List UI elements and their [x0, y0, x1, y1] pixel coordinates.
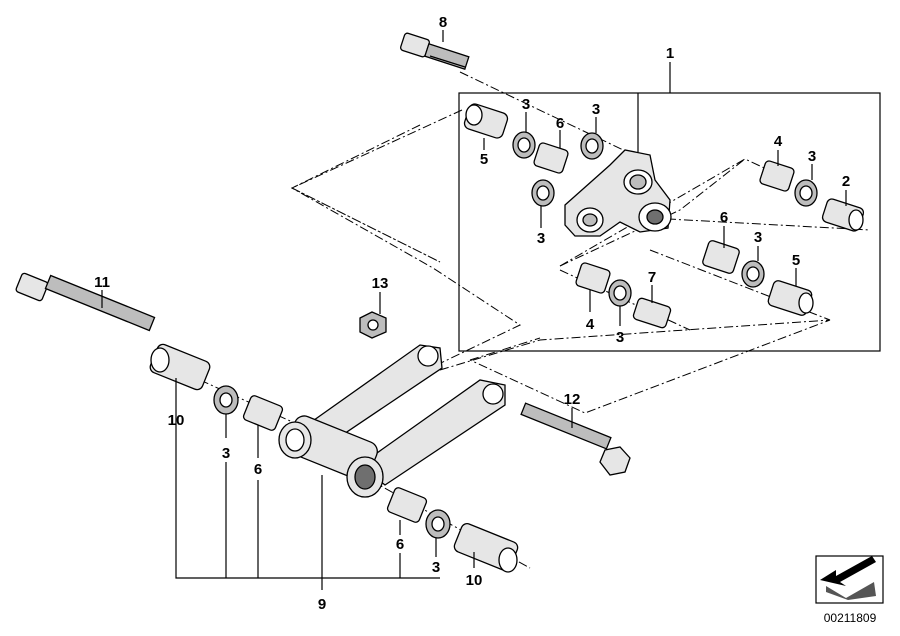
sleeve-5-lower	[767, 280, 814, 316]
callout-11: 11	[94, 274, 110, 291]
bolt-12	[520, 402, 631, 476]
bolt-11	[15, 272, 156, 332]
ring-3-h	[425, 509, 451, 539]
callout-7: 7	[648, 269, 656, 286]
callout-10: 10	[168, 412, 185, 429]
ring-3-d	[794, 179, 818, 207]
callout-6: 6	[396, 536, 404, 553]
leader-lines	[101, 30, 847, 590]
nut-13	[359, 311, 387, 339]
callout-13: 13	[372, 275, 389, 292]
bearing-4-b	[575, 262, 611, 294]
ring-3-b	[580, 132, 604, 160]
callout-6: 6	[720, 209, 728, 226]
callout-5: 5	[480, 151, 488, 168]
callout-3: 3	[616, 329, 624, 346]
link-assembly	[278, 344, 506, 498]
callout-3: 3	[222, 445, 230, 462]
bolt-8	[399, 32, 470, 70]
callout-4: 4	[774, 133, 783, 150]
bearing-6-b	[702, 240, 740, 274]
arrow-pointer-icon	[815, 555, 884, 604]
callout-6: 6	[254, 461, 262, 478]
sleeve-10-left	[149, 343, 211, 391]
ring-3-f	[608, 279, 632, 307]
callout-6: 6	[556, 115, 564, 132]
bearing-4-a	[759, 160, 795, 192]
callout-3: 3	[537, 230, 545, 247]
callout-2: 2	[842, 173, 850, 190]
callout-3: 3	[592, 101, 600, 118]
sleeve-5-upper	[463, 103, 509, 139]
upper-bracket	[564, 149, 672, 237]
ring-3-g	[213, 385, 239, 415]
sleeve-10-right	[453, 523, 519, 573]
ring-3-e	[741, 260, 765, 288]
bearing-6-c	[242, 395, 284, 431]
callout-5: 5	[792, 252, 800, 269]
callout-9: 9	[318, 596, 326, 613]
ring-3-a	[512, 131, 536, 159]
bearing-6-d	[386, 487, 428, 523]
callout-4: 4	[586, 316, 595, 333]
callout-3: 3	[808, 148, 816, 165]
bearing-6-a	[533, 142, 569, 174]
callout-3: 3	[522, 96, 530, 113]
callout-3: 3	[754, 229, 762, 246]
callout-12: 12	[564, 391, 581, 408]
sleeve-7	[632, 297, 672, 329]
callout-10: 10	[466, 572, 483, 589]
ring-3-c	[531, 179, 555, 207]
callout-8: 8	[439, 14, 447, 31]
callout-labels: 8 1 3 6 3 5 3 4 3 2 6 3 5 7 4 3 13 11 12…	[94, 14, 850, 613]
document-id: 00211809	[824, 611, 877, 625]
callout-1: 1	[666, 45, 674, 62]
sleeve-2	[821, 198, 865, 232]
callout-3: 3	[432, 559, 440, 576]
